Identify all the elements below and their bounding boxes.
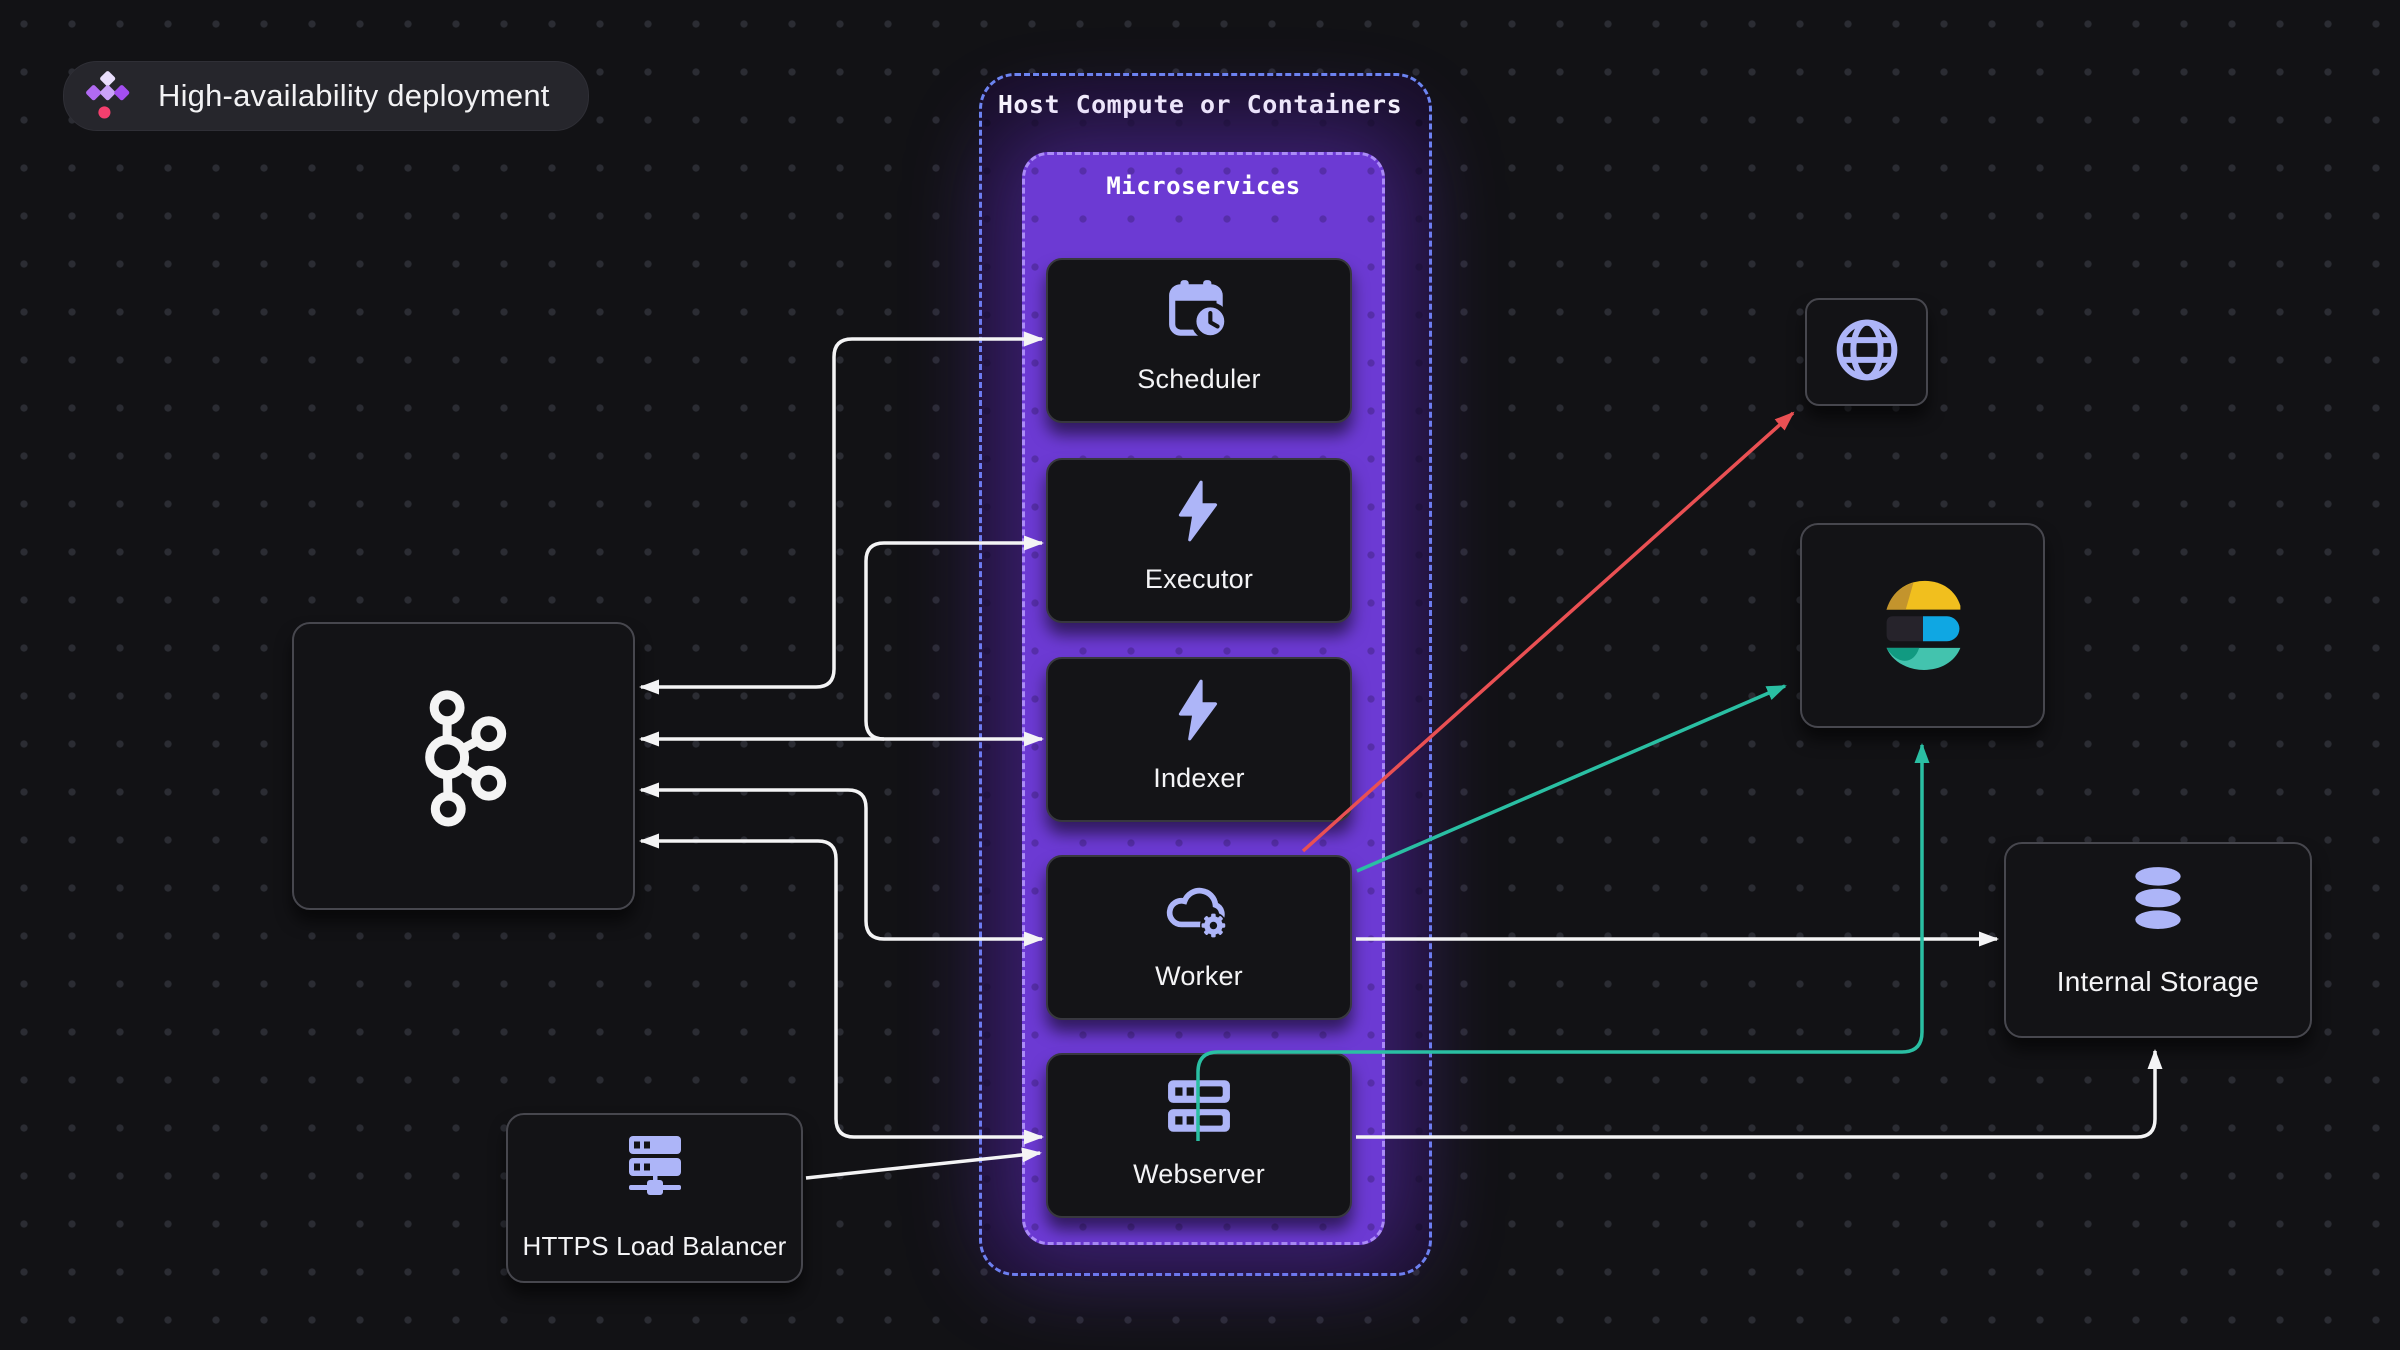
node-label: Executor — [1144, 564, 1254, 594]
server-stack-icon — [1166, 1073, 1232, 1144]
lightning-bolt-icon — [1166, 478, 1232, 549]
cloud-gear-icon — [1164, 875, 1234, 946]
node-label: Internal Storage — [2056, 966, 2260, 997]
title-badge[interactable]: High-availability deployment — [63, 61, 589, 131]
node-internal-storage[interactable]: Internal Storage — [2004, 842, 2312, 1038]
node-public-internet[interactable] — [1805, 298, 1928, 406]
node-worker[interactable]: Worker — [1046, 855, 1352, 1020]
node-scheduler[interactable]: Scheduler — [1046, 258, 1352, 423]
lightning-bolt-icon — [1166, 677, 1232, 748]
load-balancer-icon — [623, 1135, 687, 1210]
node-label: Scheduler — [1137, 364, 1261, 394]
node-label: Worker — [1155, 961, 1243, 991]
microservices-label: Microservices — [1106, 172, 1301, 200]
node-indexer[interactable]: Indexer — [1046, 657, 1352, 822]
node-label: Indexer — [1153, 763, 1245, 793]
node-load-balancer[interactable]: HTTPS Load Balancer — [506, 1113, 803, 1283]
node-message-queue[interactable] — [292, 622, 635, 910]
badge-label: High-availability deployment — [158, 78, 550, 113]
calendar-clock-icon — [1166, 278, 1232, 349]
diamond-cluster-logo-icon — [86, 68, 138, 125]
node-label: HTTPS Load Balancer — [522, 1231, 787, 1261]
node-executor[interactable]: Executor — [1046, 458, 1352, 623]
node-label: Webserver — [1133, 1159, 1265, 1189]
edge-webserver-storage[interactable] — [1356, 1049, 2163, 1139]
elasticsearch-logo-icon — [1877, 575, 1969, 676]
node-webserver[interactable]: Webserver — [1046, 1053, 1352, 1218]
node-elasticsearch[interactable] — [1800, 523, 2045, 728]
kafka-logo-icon — [419, 688, 509, 845]
database-icon — [2125, 866, 2191, 935]
host-compute-label: Host Compute or Containers — [997, 90, 1403, 119]
globe-icon — [1832, 315, 1902, 390]
